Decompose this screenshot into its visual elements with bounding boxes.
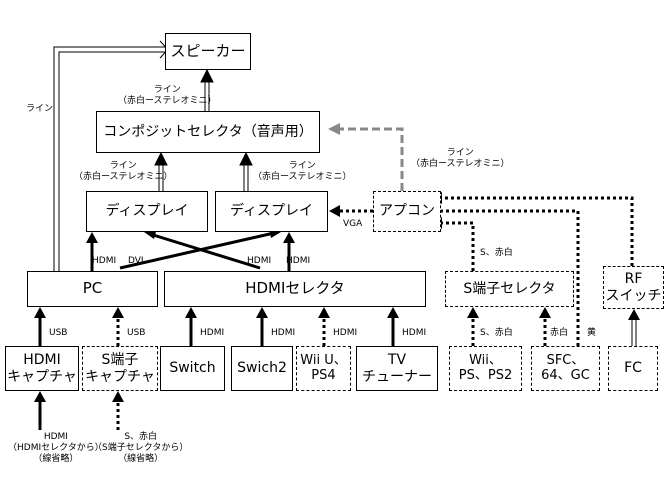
s-capture-box: S端子 キャプチャ <box>82 346 158 391</box>
sources-to-hdmi-selector-lines <box>185 307 399 346</box>
hdmi-tv-label: HDMI <box>402 328 427 338</box>
fc-box: FC <box>608 346 658 391</box>
s-selector-box: S端子セレクタ <box>445 271 574 307</box>
s-red-white-wii-label: S、赤白 <box>480 328 513 338</box>
rf-to-amp-line <box>431 192 634 266</box>
tv-tuner-label: TV チューナー <box>362 352 432 385</box>
s-capture-label: S端子 キャプチャ <box>85 352 155 385</box>
bottom-input-lines <box>34 391 124 430</box>
pc-box: PC <box>27 271 158 307</box>
wiiu-ps4-box: Wii U、 PS4 <box>296 346 351 391</box>
speaker-label: スピーカー <box>170 41 246 60</box>
red-white-sfc-label: 赤白 <box>550 328 569 338</box>
usb-s-capture-label: USB <box>127 328 146 338</box>
video-to-displays-lines <box>86 227 295 271</box>
pc-label: PC <box>82 279 103 298</box>
amp-label: アプコン <box>379 203 435 220</box>
fc-label: FC <box>624 360 642 377</box>
hdmi-capture-box: HDMI キャプチャ <box>5 346 79 391</box>
line-speaker-label: ライン （赤白ーステレオミニ） <box>118 85 217 106</box>
composite-to-speaker-line <box>200 68 214 111</box>
hdmi-selector-box: HDMIセレクタ <box>164 271 426 307</box>
speaker-box: スピーカー <box>165 33 251 70</box>
s-bottom-label: S、赤白 （S端子セレクタから） （線省略） <box>93 432 189 464</box>
composite-selector-box: コンポジットセレクタ（音声用） <box>96 111 320 153</box>
tv-tuner-box: TV チューナー <box>356 346 438 391</box>
s-selector-label: S端子セレクタ <box>463 280 556 297</box>
vga-label: VGA <box>343 219 363 229</box>
line-display-right-label: ライン （赤白ーステレオミニ） <box>253 161 352 182</box>
hdmi-switch2-label: HDMI <box>271 328 296 338</box>
amp-box: アプコン <box>373 191 441 232</box>
hdmi-selector-out2-label: HDMI <box>286 256 311 266</box>
rf-switch-label: RF スイッチ <box>605 271 662 304</box>
hdmi-pc-label: HDMI <box>92 256 117 266</box>
wii-ps-box: Wii、 PS、PS2 <box>449 346 522 391</box>
dvi-pc-label: DVI <box>128 256 144 266</box>
hdmi-selector-label: HDMIセレクタ <box>245 279 345 298</box>
rf-switch-box: RF スイッチ <box>603 266 664 309</box>
display-right-label: ディスプレイ <box>229 203 314 220</box>
display-right-box: ディスプレイ <box>215 191 328 232</box>
yellow-fc-label: 黄 <box>587 328 597 338</box>
switch2-box: Swich2 <box>231 346 293 391</box>
line-display-left-label: ライン （赤白ーステレオミニ） <box>74 161 173 182</box>
switch-label: Switch <box>169 360 216 377</box>
switch-box: Switch <box>160 346 225 391</box>
hdmi-capture-label: HDMI キャプチャ <box>7 352 77 385</box>
display-left-label: ディスプレイ <box>105 203 189 220</box>
s-red-white-top-label: S、赤白 <box>480 248 513 258</box>
capture-to-pc-lines <box>34 307 124 346</box>
wii-ps-label: Wii、 PS、PS2 <box>458 352 513 383</box>
switch2-label: Swich2 <box>237 360 287 377</box>
sfc-to-amp-line <box>440 209 580 346</box>
line-left-label: ライン <box>26 104 54 114</box>
hdmi-selector-out1-label: HDMI <box>247 256 272 266</box>
sfc-64-gc-label: SFC、 64、GC <box>541 352 590 383</box>
composite-selector-label: コンポジットセレクタ（音声用） <box>103 123 313 140</box>
hdmi-bottom-label: HDMI （HDMIセレクタから） （線省略） <box>8 432 104 464</box>
sfc-64-gc-box: SFC、 64、GC <box>531 346 600 391</box>
display-left-box: ディスプレイ <box>86 191 208 232</box>
hdmi-switch-label: HDMI <box>200 328 225 338</box>
usb-hdmi-capture-label: USB <box>49 328 68 338</box>
wiiu-ps4-label: Wii U、 PS4 <box>300 352 347 383</box>
fc-to-rf-line <box>628 309 640 346</box>
display-left-to-composite-line <box>154 151 168 191</box>
line-amp-label: ライン （赤白ーステレオミニ） <box>411 148 510 169</box>
sources-to-s-selector-lines <box>467 307 551 346</box>
amp-to-composite-line <box>328 123 404 191</box>
hdmi-wiiu-label: HDMI <box>333 328 358 338</box>
amp-to-display-line <box>329 205 373 217</box>
display-right-to-composite-line <box>239 151 253 191</box>
